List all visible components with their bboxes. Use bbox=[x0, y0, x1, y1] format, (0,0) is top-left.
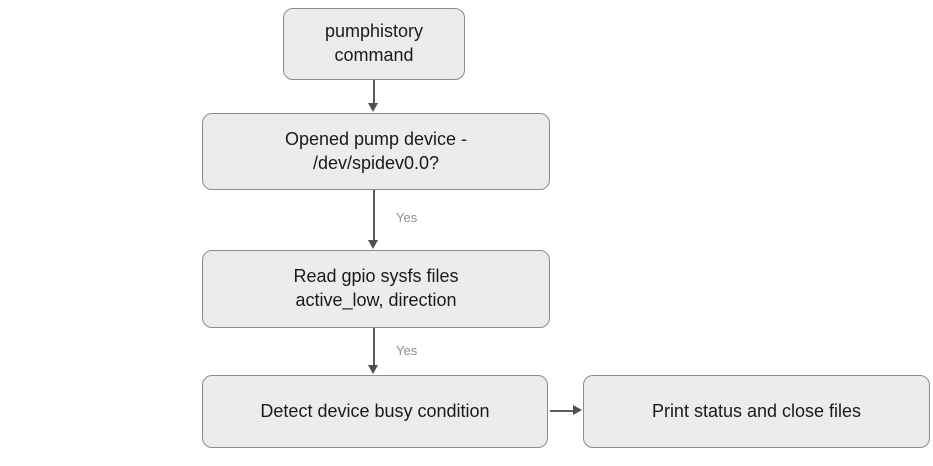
node-label: Print status and close files bbox=[651, 400, 862, 421]
edge-line-right bbox=[550, 410, 575, 412]
node-label: Detect device busy condition bbox=[260, 400, 490, 421]
arrowhead-down-icon bbox=[368, 240, 378, 249]
node-print-status-close: Print status and close files bbox=[583, 375, 930, 448]
node-label: pumphistory command bbox=[324, 21, 424, 65]
arrowhead-down-icon bbox=[368, 365, 378, 374]
arrowhead-right-icon bbox=[573, 405, 582, 415]
edge-line-down bbox=[373, 80, 375, 105]
node-pumphistory-command: pumphistory command bbox=[283, 8, 465, 80]
node-read-gpio-sysfs: Read gpio sysfs files active_low, direct… bbox=[202, 250, 550, 328]
node-opened-pump-device: Opened pump device - /dev/spidev0.0? bbox=[202, 113, 550, 190]
node-label: Read gpio sysfs files active_low, direct… bbox=[293, 266, 459, 310]
edge-label-yes: Yes bbox=[396, 210, 418, 225]
edge-label-yes: Yes bbox=[396, 343, 418, 358]
edge-line-down bbox=[373, 190, 375, 241]
arrowhead-down-icon bbox=[368, 103, 378, 112]
edge-line-down bbox=[373, 328, 375, 366]
node-label: Opened pump device - /dev/spidev0.0? bbox=[284, 128, 468, 173]
node-detect-device-busy: Detect device busy condition bbox=[202, 375, 548, 448]
